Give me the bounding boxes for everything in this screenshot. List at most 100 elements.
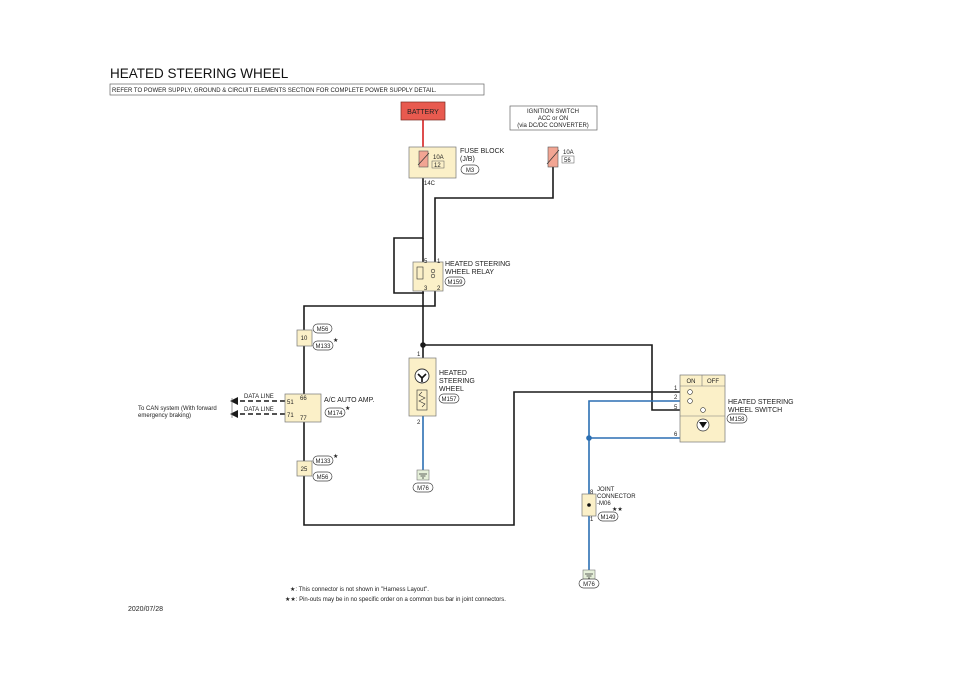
ignition-fuse-slash-icon [546, 149, 560, 165]
inline-bottom-pin: 25 [301, 467, 308, 473]
ground-left-pill [412, 482, 434, 493]
switch-on-label: ON [687, 379, 696, 385]
joint-name-1: JOINT [597, 487, 615, 493]
relay-contact-icon [430, 268, 436, 274]
junction-dot-blue [586, 435, 592, 441]
ac-amp-pin-66: 66 [300, 396, 307, 402]
ground-box [582, 569, 596, 581]
heated-steering-wheel-switch: ON OFF 1 2 5 6 HEATED STEERING WHEEL SWI… [674, 374, 794, 443]
inline-top-pill-a [312, 323, 333, 334]
ac-amp-label: A/C AUTO AMP. [324, 397, 374, 404]
inline-bottom-star: ★ [333, 453, 338, 460]
steering-wheel-icon [414, 368, 430, 384]
inline-top-pill-b [312, 340, 334, 351]
steering-spoke-icon [417, 373, 427, 382]
relay-pin-3: 3 [424, 286, 428, 292]
ignition-line1: IGNITION SWITCH [527, 109, 579, 115]
switch-pin-1: 1 [674, 386, 678, 392]
wheel-name-3: WHEEL [439, 386, 464, 393]
fuse-terminal: 14C [424, 181, 436, 187]
inline-bottom-conn-a: M133 [315, 459, 331, 465]
wheel-name-1: HEATED [439, 370, 467, 377]
heater-zigzag-icon [418, 391, 426, 408]
ignition-switch: IGNITION SWITCH ACC or ON (via DC/DC CON… [509, 105, 598, 168]
relay-name-2: WHEEL RELAY [445, 269, 494, 276]
battery-box [400, 101, 446, 121]
ground-box [416, 469, 430, 481]
fuse-connector: M3 [466, 168, 475, 174]
fuse-block-name: FUSE BLOCK [460, 148, 505, 155]
fuse-connector-pill [460, 164, 480, 175]
joint-connector: M149 [600, 515, 616, 521]
switch-contact-icon [700, 407, 706, 413]
ground-left: M76 [412, 469, 434, 493]
switch-connector-pill [726, 413, 748, 424]
can-system-line2: emergency braking) [138, 413, 191, 419]
battery-label: BATTERY [407, 109, 439, 116]
switch-connector: M158 [729, 417, 745, 423]
page-subtitle: REFER TO POWER SUPPLY, GROUND & CIRCUIT … [112, 88, 437, 94]
relay-connector-pill [444, 276, 466, 287]
joint-connector: 8 1 JOINT CONNECTOR -M06 M149 ★★ [581, 487, 636, 523]
can-system-line1: To CAN system (With forward [138, 406, 217, 412]
data-line-label-1: DATA LINE [244, 394, 274, 400]
relay-pin-1: 1 [437, 259, 441, 265]
fuse-slash-icon [417, 152, 430, 166]
fuse-number: 12 [434, 163, 441, 169]
relay-pin-5: 5 [424, 259, 428, 265]
inline-connector-bottom: 25 M133 ★ M56 [296, 453, 338, 482]
diagram-date: 2020/07/28 [128, 606, 163, 613]
fuse-amp: 10A [433, 155, 444, 161]
wheel-name-2: STEERING [439, 378, 475, 385]
ground-icon [419, 473, 427, 479]
switch-led-icon [699, 422, 707, 428]
inline-bottom-pill-b [312, 471, 333, 482]
wheel-box [408, 357, 437, 417]
joint-pin-1: 1 [590, 517, 594, 523]
footnote-1: ★: This connector is not shown in "Harne… [290, 586, 429, 593]
ignition-line2: ACC or ON [538, 116, 568, 122]
ignition-amp: 10A [563, 150, 574, 156]
joint-star: ★★ [612, 506, 623, 513]
data-line-2-arrow [230, 410, 238, 418]
ground-icon [585, 573, 593, 579]
relay-contact-icon [430, 273, 436, 279]
joint-name-3: -M06 [597, 501, 611, 507]
ac-amp-box [284, 393, 322, 423]
wheel-connector: M157 [441, 397, 457, 403]
inline-top-conn-a: M56 [317, 327, 329, 333]
wire-ignition-relay-1 [434, 167, 554, 262]
switch-contact-icon [687, 398, 693, 404]
relay-pin-2: 2 [437, 286, 441, 292]
inline-connector-top: 10 M56 M133 ★ [296, 323, 338, 351]
switch-pin-5: 5 [674, 405, 678, 411]
battery: BATTERY [400, 101, 446, 121]
inline-top-pin: 10 [301, 336, 308, 342]
ground-right-connector: M76 [583, 582, 595, 588]
joint-bus-icon [587, 503, 591, 507]
relay-connector: M159 [447, 280, 463, 286]
ignition-frame [509, 105, 598, 131]
footnote-2: ★★: Pin-outs may be in no specific order… [285, 596, 506, 603]
inline-top-star: ★ [333, 337, 338, 344]
data-line-1-arrow [230, 397, 238, 405]
joint-pin-8: 8 [590, 490, 594, 496]
inline-bottom-conn-b: M56 [317, 475, 329, 481]
relay-coil-icon [416, 266, 424, 280]
switch-off-label: OFF [707, 379, 719, 385]
page-title: HEATED STEERING WHEEL [110, 66, 289, 81]
inline-top-conn-b: M133 [315, 344, 331, 350]
wire-junction-switch-5 [423, 344, 680, 411]
heated-steering-wheel-relay: 5 1 3 2 HEATED STEERING WHEEL RELAY M159 [412, 259, 511, 292]
ac-amp-star: ★ [345, 405, 350, 412]
ac-amp-connector: M174 [327, 411, 343, 417]
joint-connector-pill [597, 511, 619, 522]
ignition-number: 56 [564, 158, 571, 164]
wheel-connector-pill [438, 393, 460, 404]
fuse-number-frame [431, 160, 445, 169]
switch-pin-6: 6 [674, 432, 678, 438]
inline-top-box [296, 329, 313, 347]
joint-name-2: CONNECTOR [597, 494, 636, 500]
switch-name-2: WHEEL SWITCH [728, 407, 782, 414]
wires [230, 120, 680, 570]
